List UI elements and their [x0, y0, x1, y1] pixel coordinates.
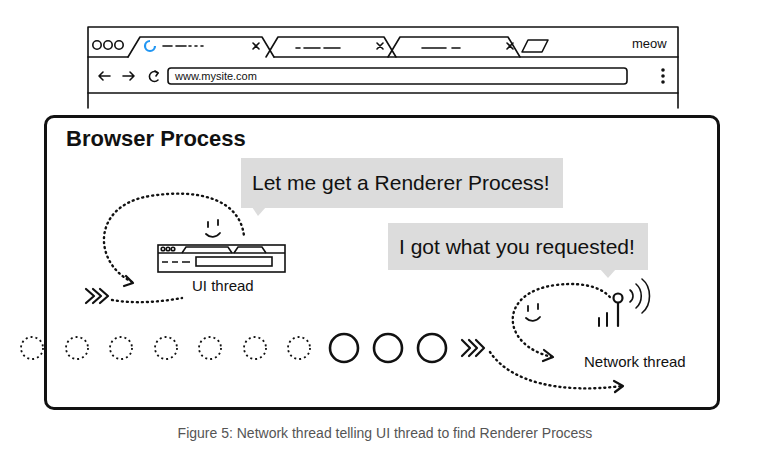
- node-title: Browser Process: [66, 126, 246, 152]
- url-text: www.mysite.com: [175, 69, 257, 83]
- browser-window: [88, 27, 678, 108]
- node-title: UI thread: [192, 277, 254, 294]
- node-title: I got what you requested!: [399, 223, 635, 270]
- browser-icon: [158, 245, 285, 272]
- message-queue: [21, 334, 446, 362]
- loading-spinner: [145, 41, 155, 51]
- browser-brand: meow: [632, 37, 667, 51]
- bubble-tail: [600, 269, 616, 278]
- speech-bubble: I got what you requested!: [388, 223, 648, 270]
- speech-bubble: Let me get a Renderer Process!: [241, 158, 563, 208]
- thread-label: UI thread: [192, 277, 256, 295]
- thread-label: Network thread: [584, 353, 688, 371]
- node-title: Network thread: [584, 353, 686, 370]
- network-thread-figure: [462, 279, 650, 392]
- process-box: Browser ProcessLet me get a Renderer Pro…: [44, 115, 720, 410]
- network-thread-figure: [490, 284, 622, 388]
- node-title: Let me get a Renderer Process!: [252, 158, 550, 208]
- figure-caption: Figure 5: Network thread telling UI thre…: [0, 425, 770, 441]
- bubble-tail: [252, 207, 266, 216]
